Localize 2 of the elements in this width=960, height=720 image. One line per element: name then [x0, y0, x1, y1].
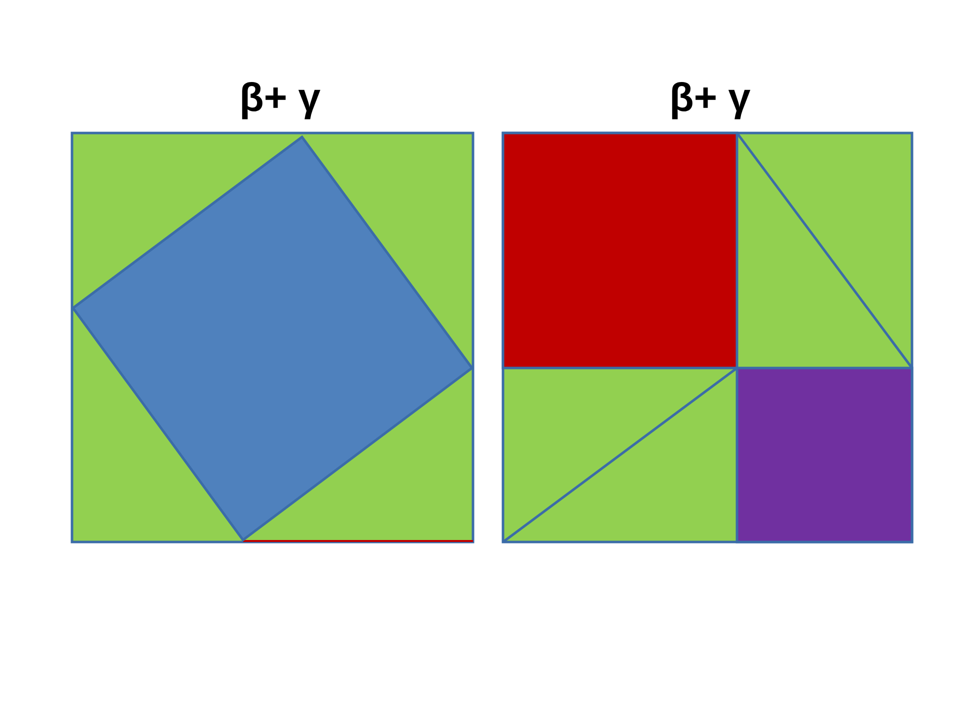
- figure-heading: β+ γ: [238, 75, 322, 122]
- figure-heading: β+ γ: [668, 75, 752, 122]
